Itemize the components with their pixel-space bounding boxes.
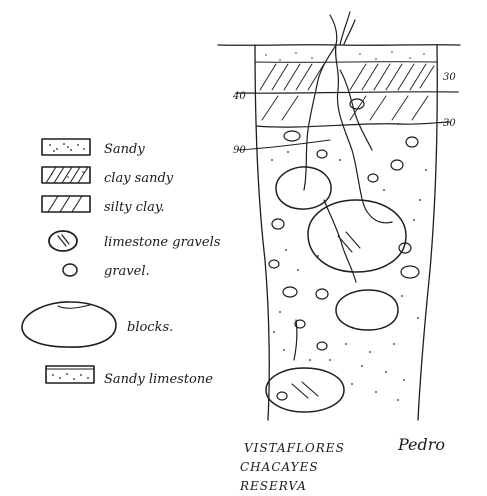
caption-line-3: RESERVA [239, 479, 307, 493]
legend-item-limestone-gravels: limestone gravels [49, 231, 221, 251]
horizon-sandy-top [255, 51, 437, 62]
sandy-swatch [42, 139, 90, 155]
depth-label-right-lower: 30 [443, 118, 456, 129]
ground-surface-line [218, 45, 460, 46]
horizon-boundary-90 [238, 140, 330, 150]
clay-sandy-hatch [46, 167, 88, 183]
profile-blocks [266, 167, 406, 412]
horizon-silty-clay [262, 96, 428, 120]
profile-left-wall [255, 45, 269, 420]
legend-label-clay-sandy: clay sandy [104, 171, 174, 186]
horizon-boundary-40 [236, 92, 458, 93]
blocks-swatch [22, 302, 116, 347]
soil-profile: 40 90 30 30 [218, 12, 460, 420]
depth-label-left-upper: 40 [232, 91, 246, 102]
profile-right-wall [418, 45, 437, 420]
legend-item-blocks: blocks. [22, 302, 173, 347]
block-4 [266, 368, 344, 412]
gravel-swatch [63, 264, 77, 276]
limestone-gravel-swatch [49, 231, 77, 251]
caption-line-1: VISTAFLORES [244, 441, 345, 455]
legend-item-sandy-limestone: Sandy limestone [46, 366, 213, 387]
horizon-boundary-lower [256, 122, 450, 127]
signature: Pedro [397, 435, 445, 454]
legend-label-limestone-gravels: limestone gravels [104, 235, 221, 250]
legend-label-sandy: Sandy [104, 142, 145, 157]
block-1 [276, 167, 331, 209]
sandy-dots [49, 143, 85, 152]
legend-label-sandy-limestone: Sandy limestone [104, 372, 213, 387]
root-cracks [294, 12, 392, 360]
legend-item-sandy: Sandy [42, 139, 145, 157]
depth-label-right-upper: 30 [443, 72, 456, 83]
legend-label-silty-clay: silty clay. [104, 200, 165, 215]
legend-item-clay-sandy: clay sandy [42, 167, 174, 186]
legend-item-silty-clay: silty clay. [42, 196, 165, 215]
legend-label-blocks: blocks. [127, 320, 173, 335]
legend-item-gravel: gravel. [63, 264, 150, 279]
depth-label-left-lower: 90 [233, 145, 246, 156]
legend: Sandy clay sandy silty clay. [22, 139, 221, 387]
caption: VISTAFLORES CHACAYES RESERVA Pedro [239, 435, 445, 493]
block-3 [336, 290, 398, 330]
silty-clay-hatch [48, 196, 82, 212]
legend-label-gravel: gravel. [104, 264, 150, 279]
caption-line-2: CHACAYES [240, 460, 319, 474]
block-2 [308, 200, 406, 272]
